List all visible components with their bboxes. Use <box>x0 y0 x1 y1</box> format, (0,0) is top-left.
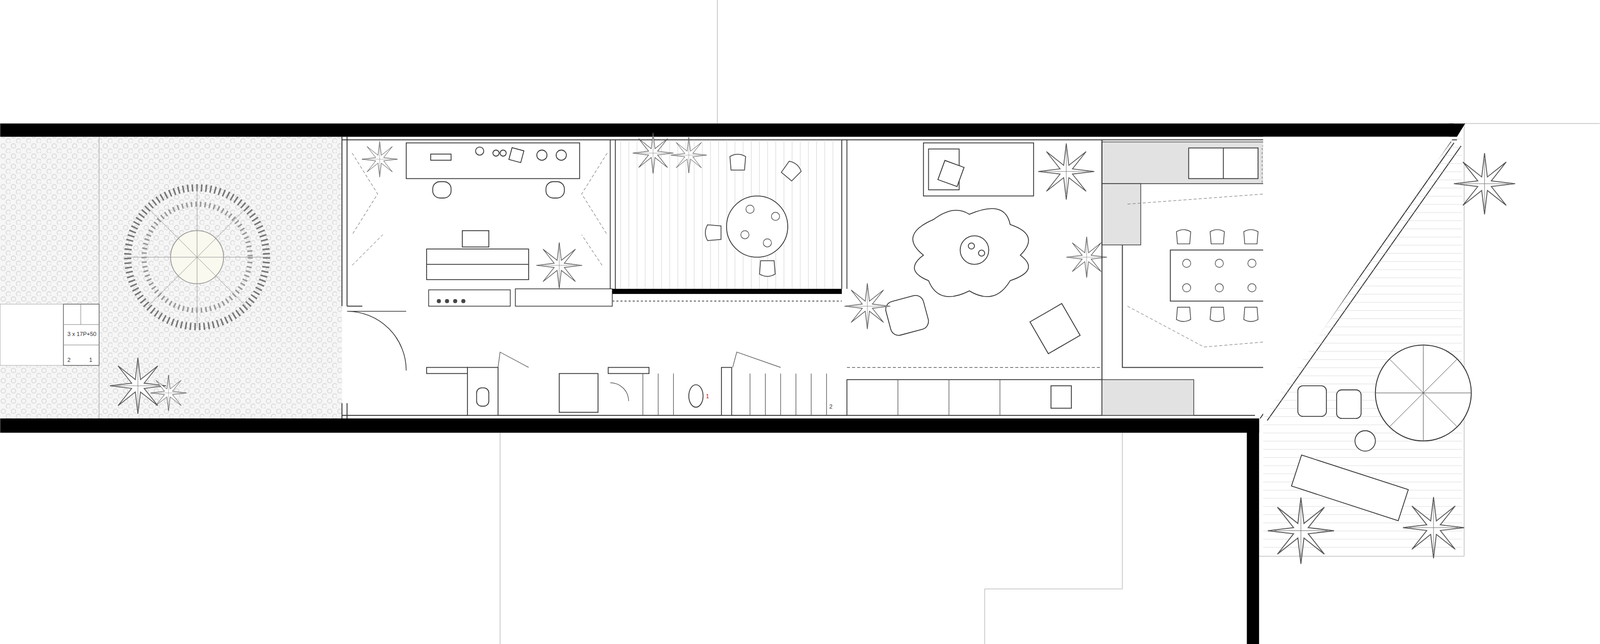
plan-annotation: 2 <box>829 403 833 410</box>
plan-annotation: 1 <box>89 356 93 363</box>
plan-annotation: 3 x 17P+50 <box>67 330 97 337</box>
plan-annotation: 2 <box>67 356 71 363</box>
plan-annotation: 1 <box>705 392 710 400</box>
